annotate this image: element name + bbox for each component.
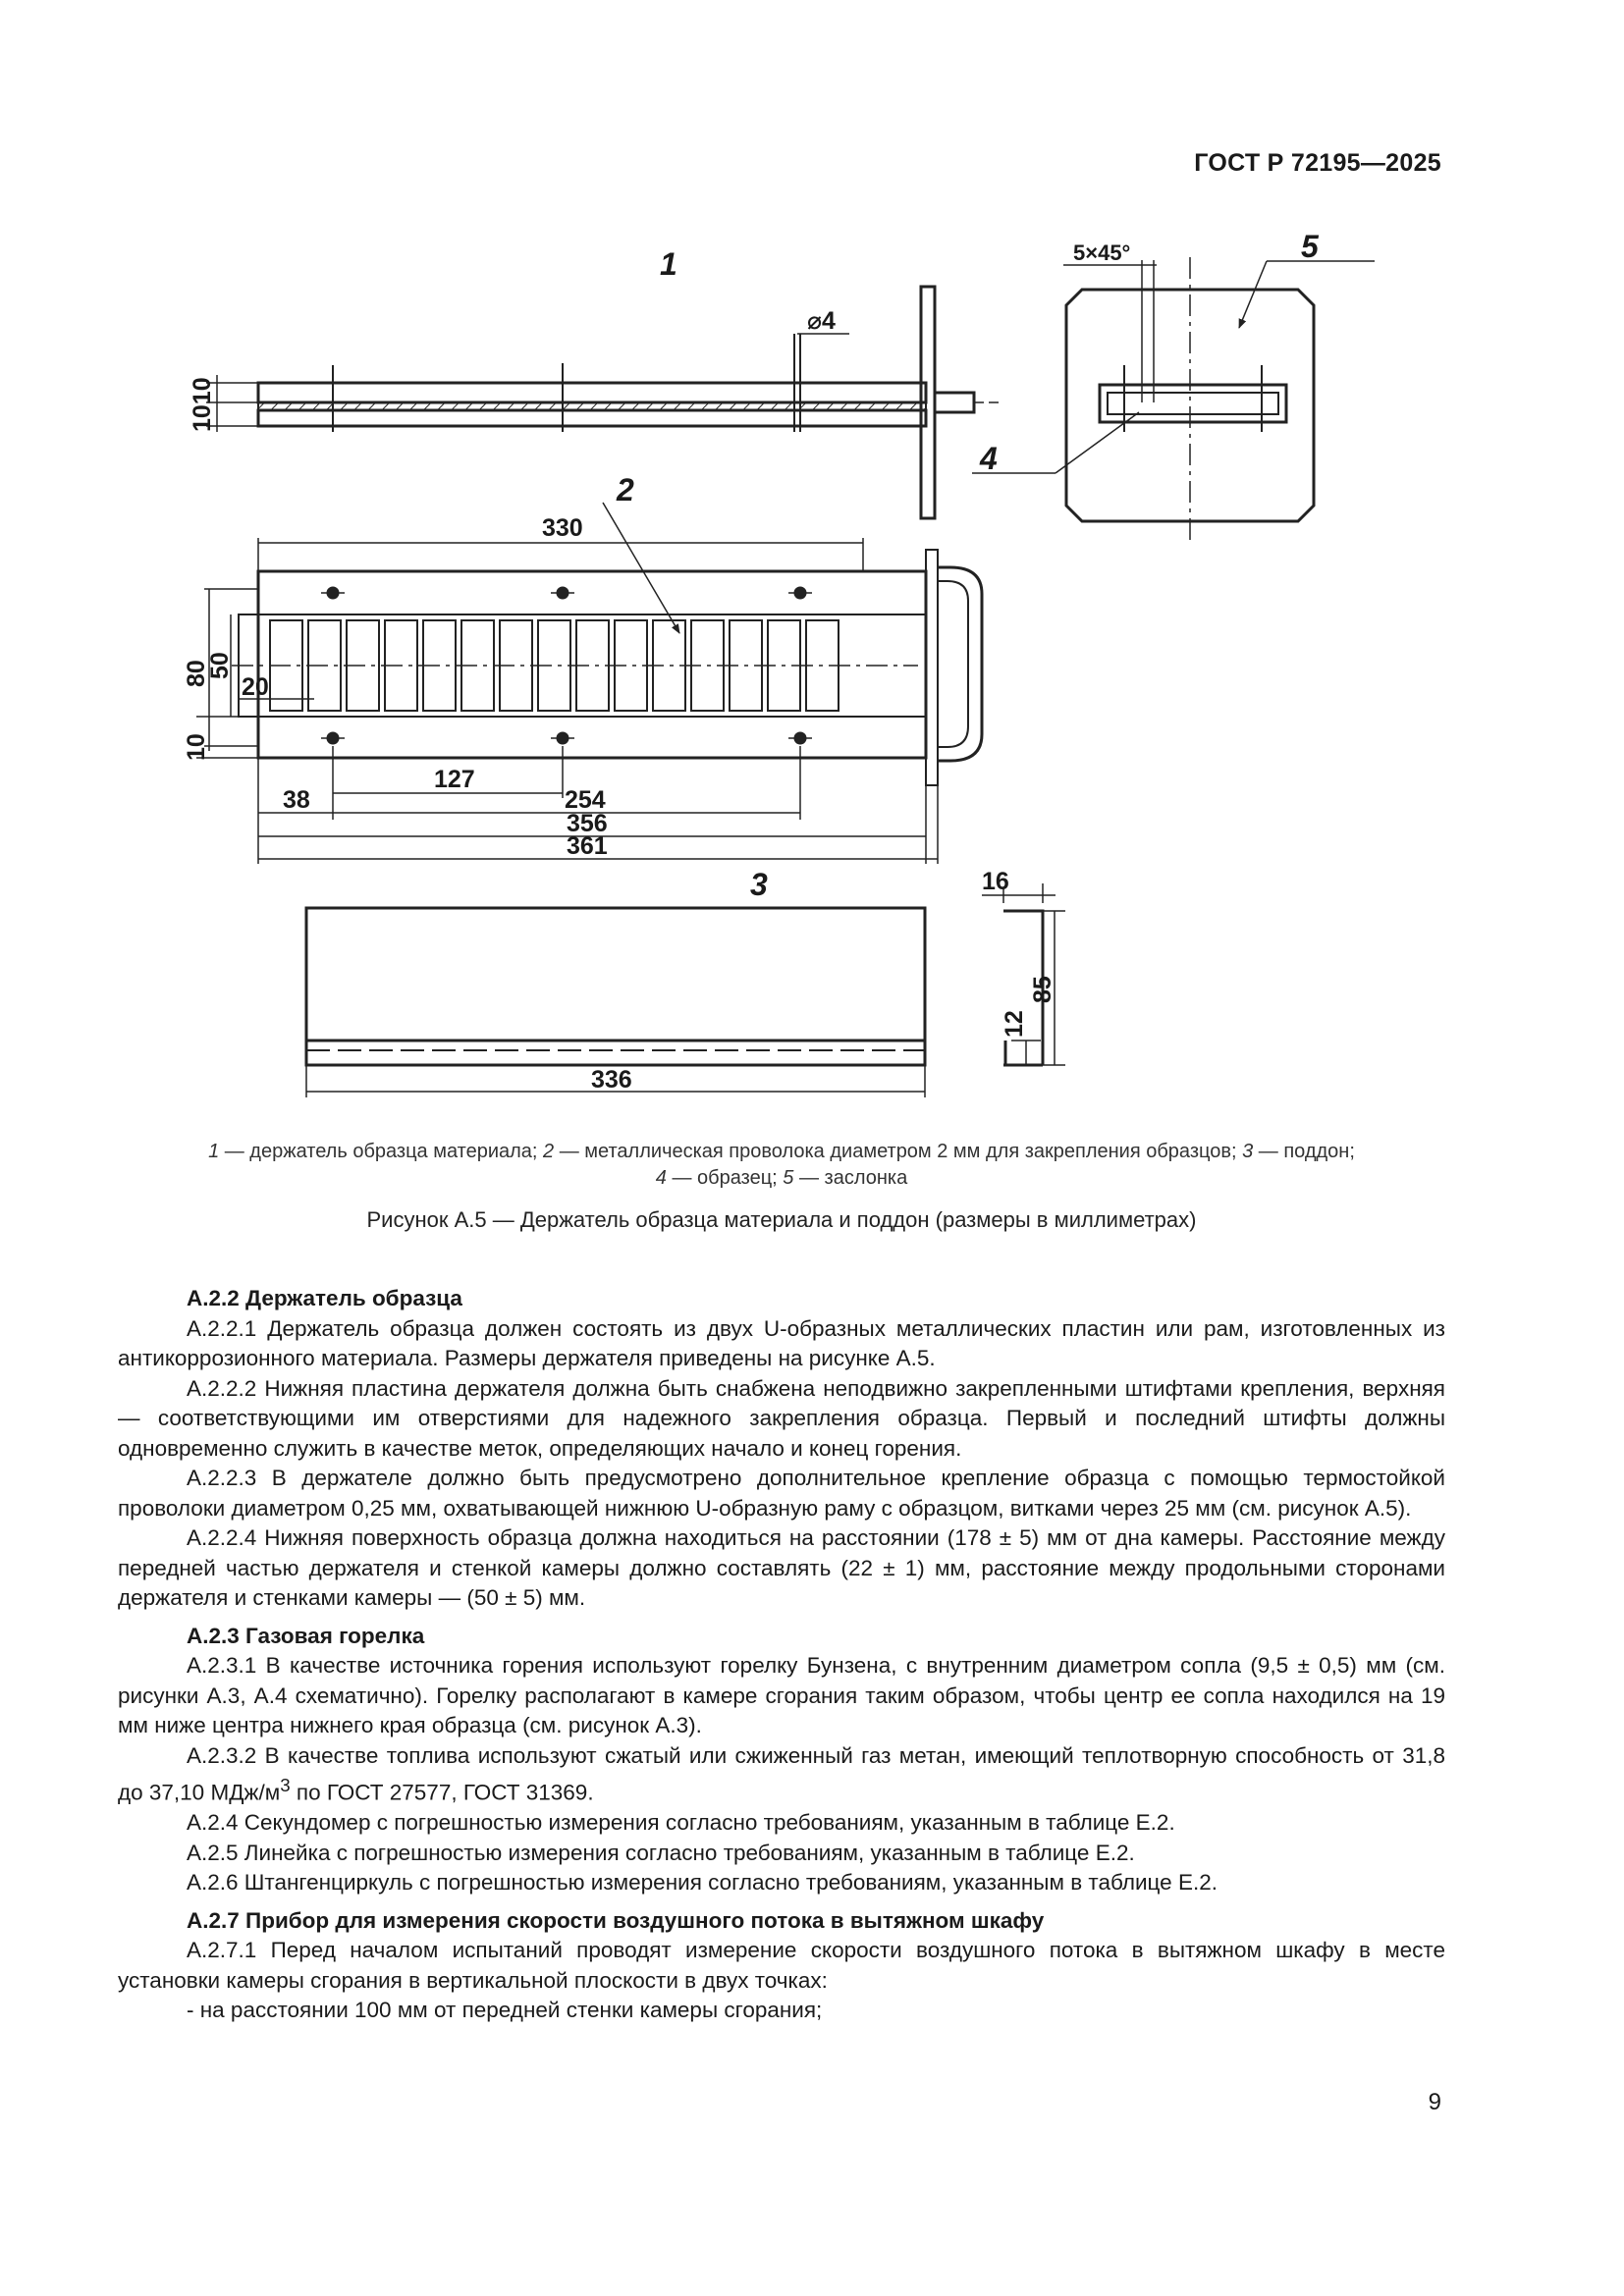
dim-10: 10 bbox=[183, 733, 210, 761]
paragraph: А.2.2.1 Держатель образца должен состоят… bbox=[118, 1315, 1445, 1371]
dim-361: 361 bbox=[567, 832, 608, 860]
callout-3: 3 bbox=[750, 867, 768, 902]
paragraph: А.2.3.1 В качестве источника горения исп… bbox=[118, 1653, 1445, 1737]
section-heading: А.2.2 Держатель образца bbox=[187, 1286, 462, 1310]
figure-a5-drawing: 1 2 3 4 5 330 ⌀4 5×45° 1010 80 50 20 10 … bbox=[183, 229, 1375, 1097]
sample-slot bbox=[767, 619, 801, 712]
figure-legend: 1 — держатель образца материала; 2 — мет… bbox=[208, 1141, 1355, 1189]
holder-handle bbox=[938, 565, 984, 763]
sample-slot bbox=[575, 619, 610, 712]
sample-slot bbox=[690, 619, 725, 712]
sample-slot bbox=[460, 619, 495, 712]
sample-slot bbox=[729, 619, 763, 712]
dim-5x45: 5×45° bbox=[1073, 240, 1130, 265]
sample-slot bbox=[537, 619, 571, 712]
dim-38: 38 bbox=[283, 786, 310, 814]
paragraph: А.2.2.2 Нижняя пластина держателя должна… bbox=[118, 1375, 1445, 1461]
holder-bottom-plate bbox=[256, 408, 928, 428]
callout-2: 2 bbox=[616, 472, 634, 507]
holder-plan-outline bbox=[256, 569, 928, 760]
tray-front bbox=[304, 906, 927, 1067]
shutter-plate bbox=[1064, 288, 1316, 523]
paragraph: А.2.7.1 Перед началом испытаний проводят… bbox=[118, 1938, 1445, 1993]
dim-336: 336 bbox=[591, 1066, 632, 1094]
paragraph: А.2.5 Линейка с погрешностью измерения с… bbox=[187, 1840, 1135, 1865]
sample-slot bbox=[652, 619, 686, 712]
sample-slot bbox=[499, 619, 533, 712]
sample-slot bbox=[346, 619, 380, 712]
page-number: 9 bbox=[1428, 2089, 1441, 2115]
dim-20: 20 bbox=[242, 673, 269, 701]
paragraph: А.2.6 Штангенциркуль с погрешностью изме… bbox=[187, 1870, 1218, 1895]
dim-127: 127 bbox=[434, 766, 475, 793]
document-body: А.2.2 Держатель образца А.2.2.1 Держател… bbox=[118, 1284, 1445, 2026]
figure-caption: Рисунок А.5 — Держатель образца материал… bbox=[366, 1207, 1197, 1232]
holder-flange-plan bbox=[925, 549, 939, 786]
holder-top-plate bbox=[256, 381, 928, 404]
shutter-slot bbox=[1098, 383, 1288, 424]
document-id: ГОСТ Р 72195—2025 bbox=[1194, 149, 1441, 177]
dim-1010: 1010 bbox=[189, 377, 216, 432]
sample-slot bbox=[307, 619, 342, 712]
sample-slot bbox=[805, 619, 839, 712]
paragraph: А.2.2.3 В держателе должно быть предусмо… bbox=[118, 1466, 1445, 1521]
callout-1: 1 bbox=[660, 246, 677, 282]
dim-12: 12 bbox=[1001, 1010, 1028, 1038]
dim-50: 50 bbox=[206, 652, 234, 679]
dim-330: 330 bbox=[542, 514, 583, 542]
section-heading: А.2.7 Прибор для измерения скорости возд… bbox=[187, 1907, 1045, 1933]
dim-254: 254 bbox=[565, 786, 606, 814]
callout-4: 4 bbox=[979, 441, 998, 476]
sample-slot bbox=[269, 619, 303, 712]
sample-slot bbox=[614, 619, 648, 712]
paragraph: А.2.2.4 Нижняя поверхность образца должн… bbox=[118, 1525, 1445, 1610]
paragraph: А.2.3.2 В качестве топлива используют сж… bbox=[118, 1742, 1445, 1805]
dim-85: 85 bbox=[1029, 976, 1056, 1003]
paragraph: А.2.4 Секундомер с погрешностью измерени… bbox=[187, 1810, 1175, 1835]
sample-slot bbox=[384, 619, 418, 712]
dim-356: 356 bbox=[567, 810, 608, 837]
section-heading: А.2.3 Газовая горелка bbox=[187, 1623, 425, 1648]
dim-80: 80 bbox=[183, 660, 210, 687]
sample-slot bbox=[422, 619, 457, 712]
list-item: - на расстоянии 100 мм от передней стенк… bbox=[187, 1998, 823, 2022]
dim-16: 16 bbox=[982, 868, 1009, 895]
callout-5: 5 bbox=[1301, 229, 1320, 264]
holder-handle-stub bbox=[933, 391, 976, 414]
dim-phi4: ⌀4 bbox=[807, 307, 836, 335]
